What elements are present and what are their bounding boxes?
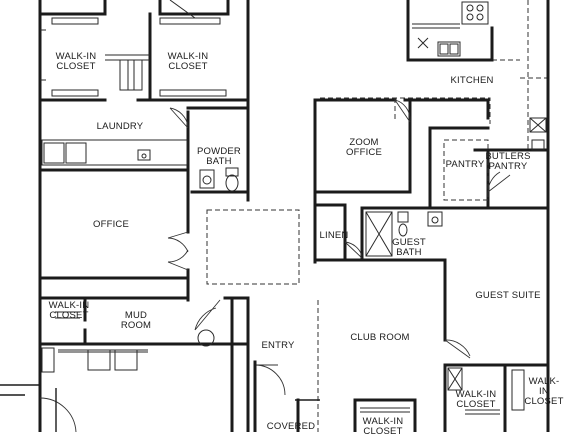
powder-bath-fixtures — [199, 167, 239, 192]
lower-left-structure — [0, 384, 77, 432]
butlers-pantry-door — [487, 171, 511, 193]
left-wing-walls — [38, 0, 250, 432]
room-mud-room: MUD ROOM — [120, 310, 152, 331]
room-butlers-pantry: BUTLERS PANTRY — [485, 151, 531, 172]
entry-doors — [253, 300, 320, 432]
closet-fixtures — [40, 17, 227, 97]
room-walk-in-closet-1: WALK-IN CLOSET — [55, 51, 97, 72]
office-doors — [167, 231, 189, 271]
kitchen-dashed-areas — [320, 0, 548, 201]
room-guest-suite: GUEST SUITE — [475, 290, 541, 301]
guest-suite-door — [444, 339, 471, 359]
room-kitchen: KITCHEN — [450, 75, 494, 86]
room-walk-in-closet-suite-1: WALK-IN CLOSET — [455, 389, 497, 410]
room-linen: LINEN — [319, 230, 349, 241]
room-walk-in-closet-suite-2: WALK-IN CLOSET — [524, 376, 564, 407]
room-laundry: LAUNDRY — [96, 121, 144, 132]
dashed-area-left — [206, 209, 300, 285]
room-office: OFFICE — [92, 219, 130, 230]
room-powder-bath: POWDER BATH — [197, 146, 241, 167]
mud-room-fixtures — [41, 299, 221, 373]
room-entry: ENTRY — [261, 340, 295, 351]
room-walk-in-closet-mud: WALK-IN CLOSET — [48, 300, 90, 321]
laundry-fixtures — [41, 107, 189, 166]
bottom-closets — [353, 367, 525, 432]
room-pantry: PANTRY — [445, 159, 485, 170]
zoom-office-door — [394, 99, 411, 123]
room-club-room: CLUB ROOM — [350, 332, 410, 343]
guest-bath-fixtures — [344, 211, 443, 259]
room-guest-bath: GUEST BATH — [392, 237, 426, 258]
top-left-tub — [169, 0, 215, 19]
top-left-stub — [103, 0, 230, 16]
room-walk-in-closet-2: WALK-IN CLOSET — [167, 51, 209, 72]
room-covered: COVERED — [266, 421, 316, 432]
kitchen-fixtures — [406, 0, 550, 151]
room-walk-in-closet-bottom: WALK-IN CLOSET — [362, 416, 404, 437]
room-zoom-office: ZOOM OFFICE — [345, 137, 383, 158]
